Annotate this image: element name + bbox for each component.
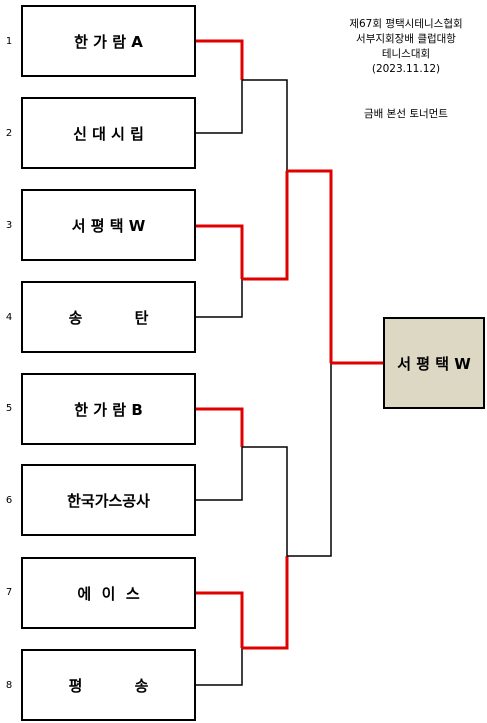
- line-r1-m4-team7: [196, 591, 244, 648]
- line-final-loser: [287, 363, 332, 557]
- seed-number: 2: [5, 128, 13, 139]
- team-box: 에 이 스: [21, 557, 196, 629]
- line-r1-m1-team2: [196, 80, 243, 134]
- line-r2-bottom-winner: [242, 556, 289, 650]
- team-box: 평 송: [21, 649, 196, 721]
- line-r1-m3-team6: [196, 447, 243, 501]
- title-line-1: 제67회 평택시테니스협회: [349, 18, 463, 30]
- line-r1-m1-team1: [196, 39, 244, 80]
- seed-number: 6: [5, 495, 13, 506]
- line-r2-top-loser: [242, 79, 288, 171]
- seed-number: 1: [5, 36, 13, 47]
- seed-number: 8: [5, 680, 13, 691]
- line-r2-bottom-loser: [242, 446, 288, 556]
- title-line-3: 테니스대회: [381, 48, 431, 60]
- title-line-2: 서부지회장배 클럽대항: [356, 33, 456, 45]
- tournament-title: 제67회 평택시테니스협회 서부지회장배 클럽대항 테니스대회 (2023.11…: [326, 17, 486, 77]
- seed-number: 4: [5, 312, 13, 323]
- line-final-winner: [287, 169, 333, 363]
- team-box: 서 평 택 W: [21, 189, 196, 261]
- line-r1-m2-team3: [196, 224, 244, 279]
- champion-box: 서 평 택 W: [383, 317, 485, 409]
- line-r2-top-winner: [242, 171, 289, 281]
- bracket-subtitle: 금배 본선 토너먼트: [364, 108, 448, 120]
- team-box: 신 대 시 립: [21, 97, 196, 169]
- seed-number: 7: [5, 587, 13, 598]
- title-line-4: (2023.11.12): [371, 63, 441, 75]
- seed-number: 3: [5, 220, 13, 231]
- team-box: 한국가스공사: [21, 464, 196, 536]
- team-box: 송 탄: [21, 281, 196, 353]
- line-r1-m4-team8: [196, 648, 243, 686]
- team-box: 한 가 람 B: [21, 373, 196, 445]
- team-box: 한 가 람 A: [21, 5, 196, 77]
- seed-number: 5: [5, 403, 13, 414]
- line-r1-m3-team5: [196, 407, 244, 447]
- line-r1-m2-team4: [196, 279, 243, 318]
